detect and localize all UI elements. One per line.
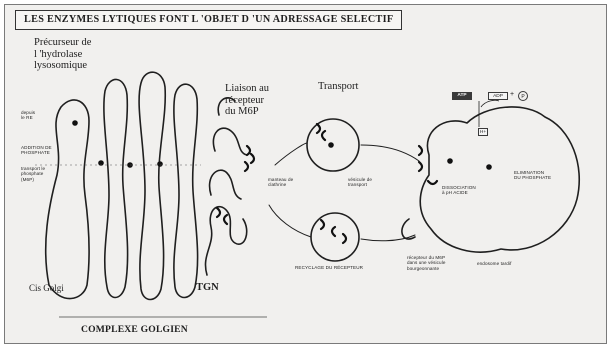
label-transport-vesicle: vésicule de transport — [348, 177, 372, 188]
label-clathrin: manteau de clathrine — [268, 177, 293, 188]
label-tgn: TGN — [196, 282, 219, 293]
tgn-network — [205, 98, 247, 275]
medial-cisterna-2 — [139, 72, 165, 299]
path-arrow-fusion — [361, 145, 419, 161]
label-liaison: Liaison au récepteur du M6P — [225, 83, 269, 118]
plus-sign: + — [510, 91, 514, 98]
medial-cisterna-3 — [174, 84, 198, 297]
cis-golgi-cisterna — [46, 100, 89, 299]
atp-box: ATP — [452, 92, 472, 100]
label-recyclage: RECYCLAGE DU RÉCEPTEUR — [295, 265, 363, 270]
proton-box: H+ — [478, 128, 488, 136]
label-dissociation: DISSOCIATION à pH ACIDE — [442, 185, 476, 196]
path-arrow-return — [269, 205, 311, 237]
path-arrow-transport — [275, 143, 307, 165]
phosphate-circle: P — [518, 91, 528, 101]
label-cis-golgi: Cis Golgi — [29, 283, 64, 293]
label-precursor: Précurseur de l 'hydrolase lysosomique — [34, 37, 91, 72]
figure-frame: LES ENZYMES LYTIQUES FONT L 'OBJET D 'UN… — [4, 4, 607, 344]
label-elimination: ELIMINATION DU PHOSPHATE — [514, 170, 551, 181]
label-complexe-golgien: COMPLEXE GOLGIEN — [81, 324, 188, 335]
path-arrow-recycle — [361, 235, 415, 241]
label-receptor-note: récepteur du M6P dans une vésicule bourg… — [407, 255, 445, 271]
label-addition-phosphate: ADDITION DE PHOSPHATE — [21, 145, 52, 156]
medial-cisterna-1 — [104, 79, 128, 297]
label-depuis-re: depuis le RE — [21, 110, 35, 121]
adp-box: ADP — [488, 92, 508, 100]
label-precurseur-phosphate: transport le phosphate (M6P) — [21, 166, 45, 182]
late-endosome — [420, 107, 579, 252]
label-transport: Transport — [318, 81, 358, 93]
label-late-endosome: endosome tardif — [477, 261, 511, 266]
